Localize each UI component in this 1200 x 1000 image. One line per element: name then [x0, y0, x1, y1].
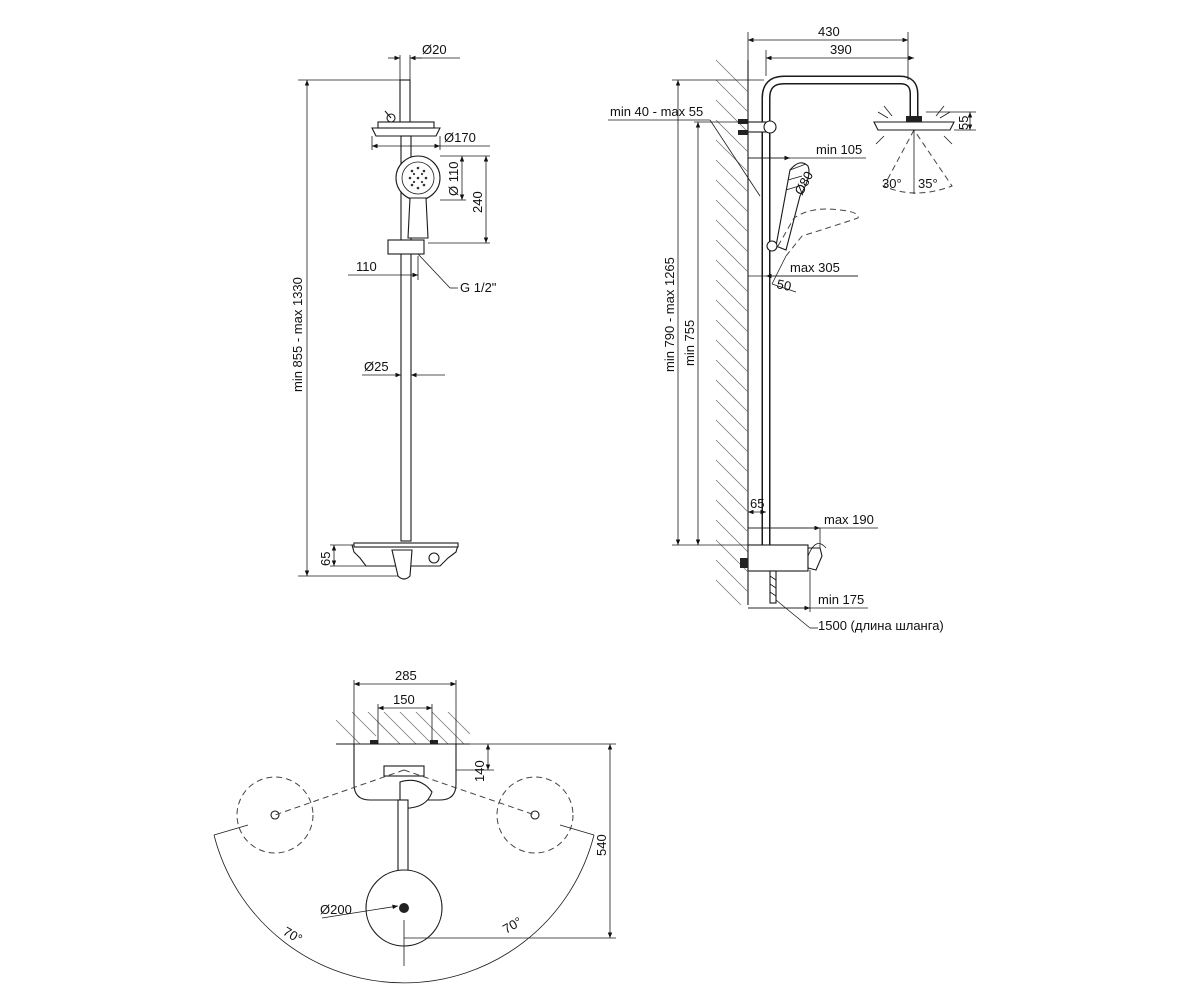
mixer-height-label: 65 [318, 552, 333, 566]
rail [400, 135, 412, 542]
rail-diameter-label: Ø25 [364, 359, 389, 374]
head-diameter-label: Ø170 [444, 130, 476, 145]
top-pipe-diameter-label: Ø20 [422, 42, 447, 57]
min-height-label: min 755 [682, 320, 697, 366]
head-height-label: 55 [956, 116, 971, 130]
side-mixer [740, 543, 827, 604]
total-height-label: min 855 - max 1330 [290, 277, 305, 392]
front-view: Ø20 Ø170 Ø 110 240 110 G 1/2" Ø25 min 85… [290, 42, 497, 580]
head-diameter-top-label: Ø200 [320, 902, 352, 917]
hand-shower-height-label: 240 [470, 191, 485, 213]
holder-offset-label: 110 [356, 259, 377, 274]
top-dimensions: 285 150 140 540 Ø200 70° 70° [281, 668, 616, 947]
front-hand-shower [395, 155, 441, 239]
side-shower-head [873, 105, 955, 194]
angle-right-label: 70° [500, 914, 525, 937]
side-view: 430 390 55 min 40 - max 55 min 105 Ø80 3… [608, 24, 976, 633]
side-wall [715, 59, 749, 606]
top-view: 285 150 140 540 Ø200 70° 70° [213, 668, 616, 984]
spray-angle-right-label: 35° [918, 176, 938, 191]
side-dimensions: 430 390 55 min 40 - max 55 min 105 Ø80 3… [608, 24, 976, 633]
top-swing-arc [213, 834, 595, 984]
hand-tilt-label: 50 [775, 276, 792, 294]
front-holder [387, 239, 425, 255]
wall-offset-label: min 40 - max 55 [610, 104, 703, 119]
front-shower-head [371, 127, 441, 137]
bracket-inner-label: 150 [393, 692, 415, 707]
mixer-projection-max-label: max 190 [824, 512, 874, 527]
height-adjust-label: min 790 - max 1265 [662, 257, 677, 372]
front-mixer [351, 542, 459, 580]
hose-length-label: 1500 (длина шланга) [818, 618, 944, 633]
bracket-depth-label: 140 [472, 760, 487, 782]
mixer-projection-min-label: min 175 [818, 592, 864, 607]
top-wall [335, 711, 471, 746]
top-head-rotated-left [236, 776, 314, 854]
overall-depth-label: 540 [594, 834, 609, 856]
hand-shower-diameter-label: Ø 110 [446, 162, 461, 196]
hand-shower-projection-label: min 105 [816, 142, 862, 157]
top-head-rotated-right [496, 776, 574, 854]
spray-angle-left-label: 30° [882, 176, 902, 191]
head-arm-length-label: 390 [830, 42, 852, 57]
hand-reach-label: max 305 [790, 260, 840, 275]
connection-thread-label: G 1/2" [460, 280, 497, 295]
top-shelf [383, 765, 425, 777]
side-bracket [763, 120, 777, 134]
angle-left-label: 70° [281, 924, 306, 947]
top-pipe [399, 79, 411, 126]
overall-projection-label: 430 [818, 24, 840, 39]
bracket-width-label: 285 [395, 668, 417, 683]
mixer-offset-label: 65 [750, 496, 764, 511]
front-dimensions: Ø20 Ø170 Ø 110 240 110 G 1/2" Ø25 min 85… [290, 42, 497, 577]
side-hand-shower [766, 162, 859, 257]
